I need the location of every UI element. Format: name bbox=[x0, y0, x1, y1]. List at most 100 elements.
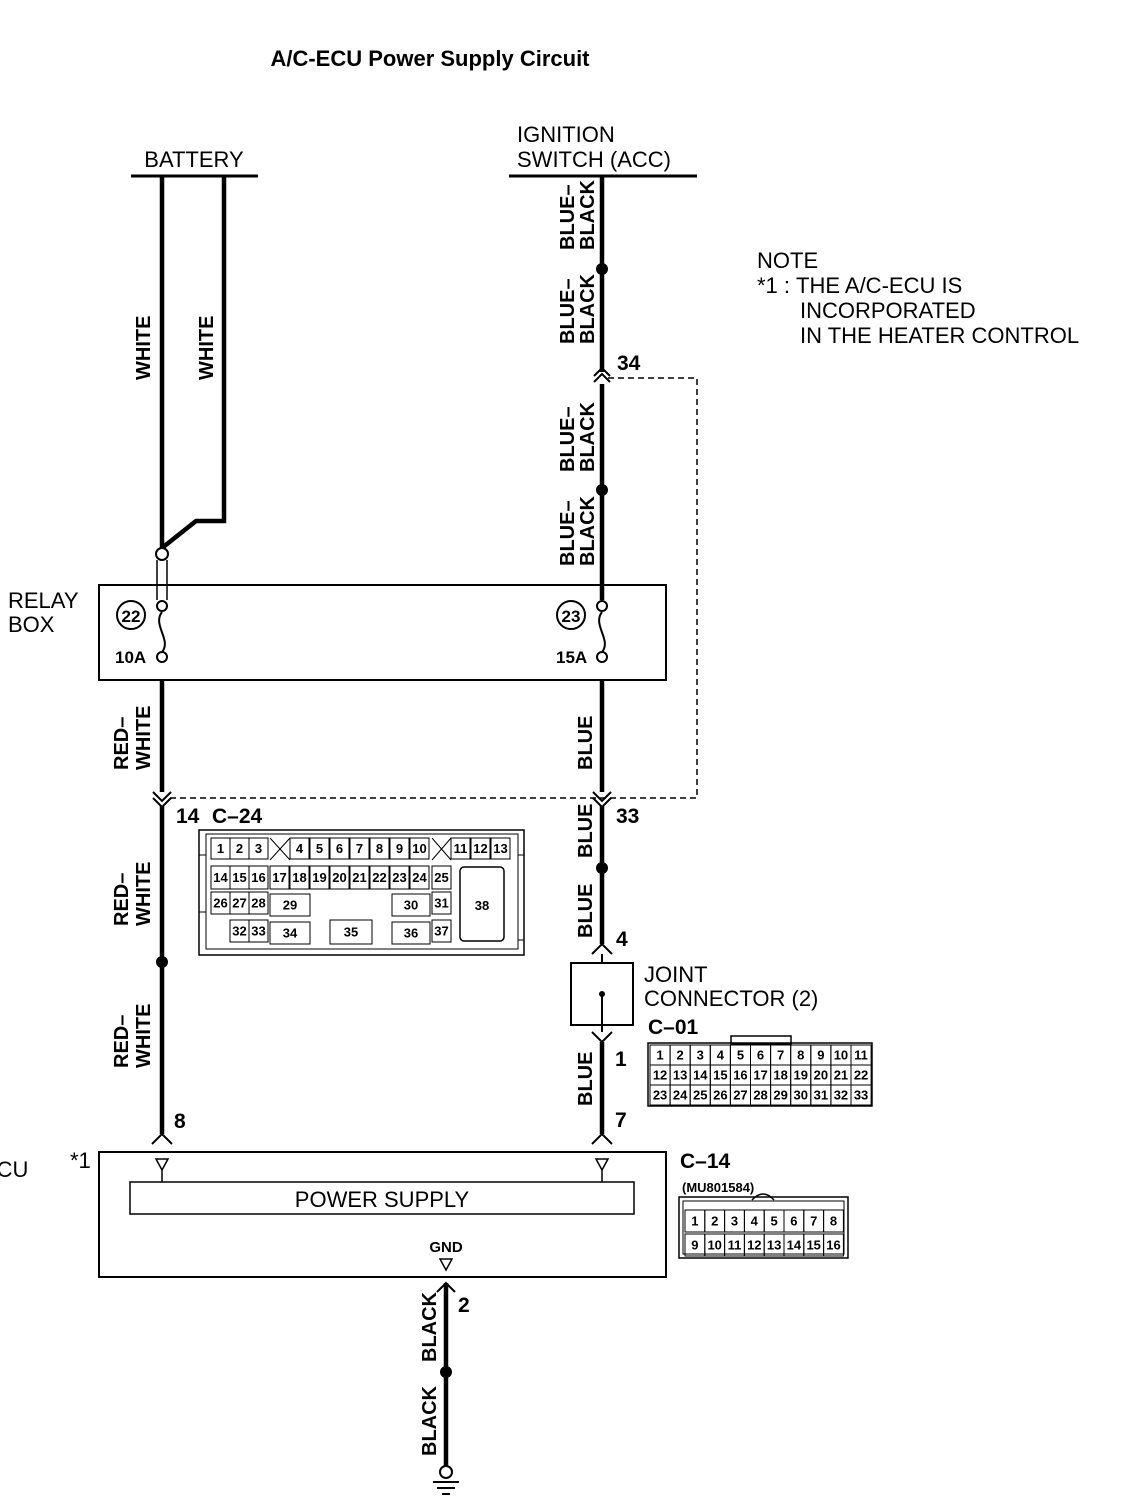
pin-cell bbox=[850, 1084, 872, 1106]
pin-cell bbox=[431, 919, 452, 943]
pin-label: 32 bbox=[834, 1087, 848, 1102]
power-supply-label: POWER SUPPLY bbox=[295, 1187, 470, 1212]
splice-dot-1 bbox=[596, 263, 608, 275]
pin-label: 21 bbox=[834, 1067, 848, 1082]
pin-label: 1 bbox=[656, 1047, 663, 1062]
pin-label: 25 bbox=[434, 870, 448, 885]
c24-inner-outline bbox=[205, 833, 519, 950]
power-supply-box bbox=[129, 1181, 635, 1215]
joint-connector-label-line1: JOINT bbox=[644, 962, 708, 987]
pin-label: 17 bbox=[272, 870, 286, 885]
pin-label: 15 bbox=[713, 1067, 727, 1082]
c01-key bbox=[730, 1035, 792, 1045]
pin-label: 23 bbox=[392, 870, 406, 885]
pin-label: 2 bbox=[711, 1214, 718, 1229]
pin-label: 24 bbox=[412, 870, 427, 885]
pin-label: 6 bbox=[790, 1214, 797, 1229]
pin-label: 6 bbox=[336, 841, 343, 856]
pin-cell bbox=[391, 921, 431, 945]
connector-c01-label: C–01 bbox=[648, 1016, 699, 1039]
wire-label-bb-3a: BLUE– bbox=[557, 406, 579, 472]
pin-label: 3 bbox=[697, 1047, 704, 1062]
pin-label: 8 bbox=[797, 1047, 804, 1062]
fuse-22-rating: 10A bbox=[115, 648, 146, 667]
pin-label: 1 bbox=[691, 1214, 698, 1229]
pin-label: 29 bbox=[283, 898, 297, 913]
connector-14-mark-a bbox=[152, 791, 172, 803]
pin-label: 10 bbox=[412, 841, 426, 856]
relay-box bbox=[98, 584, 667, 681]
pin-label: 21 bbox=[352, 870, 366, 885]
pin-label: 4 bbox=[751, 1214, 759, 1229]
pin-cell bbox=[450, 837, 471, 860]
joint-connector-label-line2: CONNECTOR (2) bbox=[644, 986, 818, 1011]
wire-label-blue-2: BLUE bbox=[575, 804, 597, 858]
pin-label: 18 bbox=[292, 870, 306, 885]
pin-cell bbox=[823, 1209, 844, 1233]
pin-label: 28 bbox=[251, 896, 265, 911]
pin-label: 19 bbox=[794, 1067, 808, 1082]
pin-cell bbox=[329, 837, 350, 860]
pin-label: 20 bbox=[332, 870, 346, 885]
pin-cell bbox=[269, 865, 290, 890]
pin-label: 2 bbox=[677, 1047, 684, 1062]
diagram-title: A/C-ECU Power Supply Circuit bbox=[270, 46, 590, 71]
ecu-label: A/C-ECU bbox=[0, 1157, 28, 1182]
connector-34-mark-b bbox=[593, 366, 611, 377]
pin-label: 12 bbox=[653, 1067, 667, 1082]
pin-label: 25 bbox=[693, 1087, 707, 1102]
connector-34-mark-a bbox=[593, 372, 611, 383]
pin-label: 4 bbox=[717, 1047, 725, 1062]
note-line2: INCORPORATED bbox=[800, 298, 976, 323]
pin-14: 14 bbox=[176, 805, 200, 828]
pin-label: 16 bbox=[826, 1238, 840, 1253]
pin-label: 12 bbox=[473, 841, 487, 856]
connector-4-mark bbox=[591, 942, 613, 955]
connector-c24-label: C–24 bbox=[212, 805, 263, 828]
pin-cell bbox=[369, 837, 390, 860]
wire-label-rw-2a: RED– bbox=[111, 873, 133, 926]
pin-label: 26 bbox=[713, 1087, 727, 1102]
c24-cell-38-frame bbox=[459, 866, 505, 942]
relay-box-label-line2: BOX bbox=[8, 612, 55, 637]
pin-label: 37 bbox=[434, 924, 448, 939]
pin-label: 36 bbox=[404, 926, 418, 941]
pin-label: 33 bbox=[854, 1087, 868, 1102]
ground-terminal bbox=[439, 1465, 453, 1479]
pin-cell bbox=[409, 865, 430, 890]
pin-label: 31 bbox=[814, 1087, 828, 1102]
pin-label: 31 bbox=[434, 896, 448, 911]
pin-label: 11 bbox=[454, 841, 468, 856]
wire-label-bb-2a: BLUE– bbox=[557, 278, 579, 344]
pin-label: 35 bbox=[344, 925, 358, 940]
pin-label: 16 bbox=[733, 1067, 747, 1082]
pin-cell bbox=[248, 837, 269, 860]
pin-label: 13 bbox=[767, 1238, 781, 1253]
wire-label-white-b: WHITE bbox=[196, 316, 218, 380]
pin-cell bbox=[269, 893, 311, 917]
fuse-22-bottom-terminal bbox=[156, 651, 168, 663]
pin-4: 4 bbox=[616, 928, 628, 951]
fuse-23-number: 23 bbox=[562, 607, 581, 626]
pin-label: 17 bbox=[753, 1067, 767, 1082]
ecu-box bbox=[98, 1151, 667, 1278]
pin-label: 27 bbox=[232, 896, 246, 911]
pin-label: 33 bbox=[251, 924, 265, 939]
pin-label: 22 bbox=[854, 1067, 868, 1082]
fuse-22-element bbox=[158, 611, 166, 653]
pin-label: 11 bbox=[728, 1238, 742, 1253]
wire-label-rw-1a: RED– bbox=[111, 717, 133, 770]
wire-label-bb-4b: BLACK bbox=[577, 495, 599, 566]
pin-label: 14 bbox=[693, 1067, 708, 1082]
pin-label: 9 bbox=[396, 841, 403, 856]
pin-cell bbox=[329, 865, 350, 890]
fuse-22-badge bbox=[116, 600, 146, 630]
pin-cell bbox=[289, 865, 310, 890]
c24-outline bbox=[198, 829, 525, 956]
pin-label: 27 bbox=[733, 1087, 747, 1102]
pin-cell bbox=[431, 865, 452, 890]
